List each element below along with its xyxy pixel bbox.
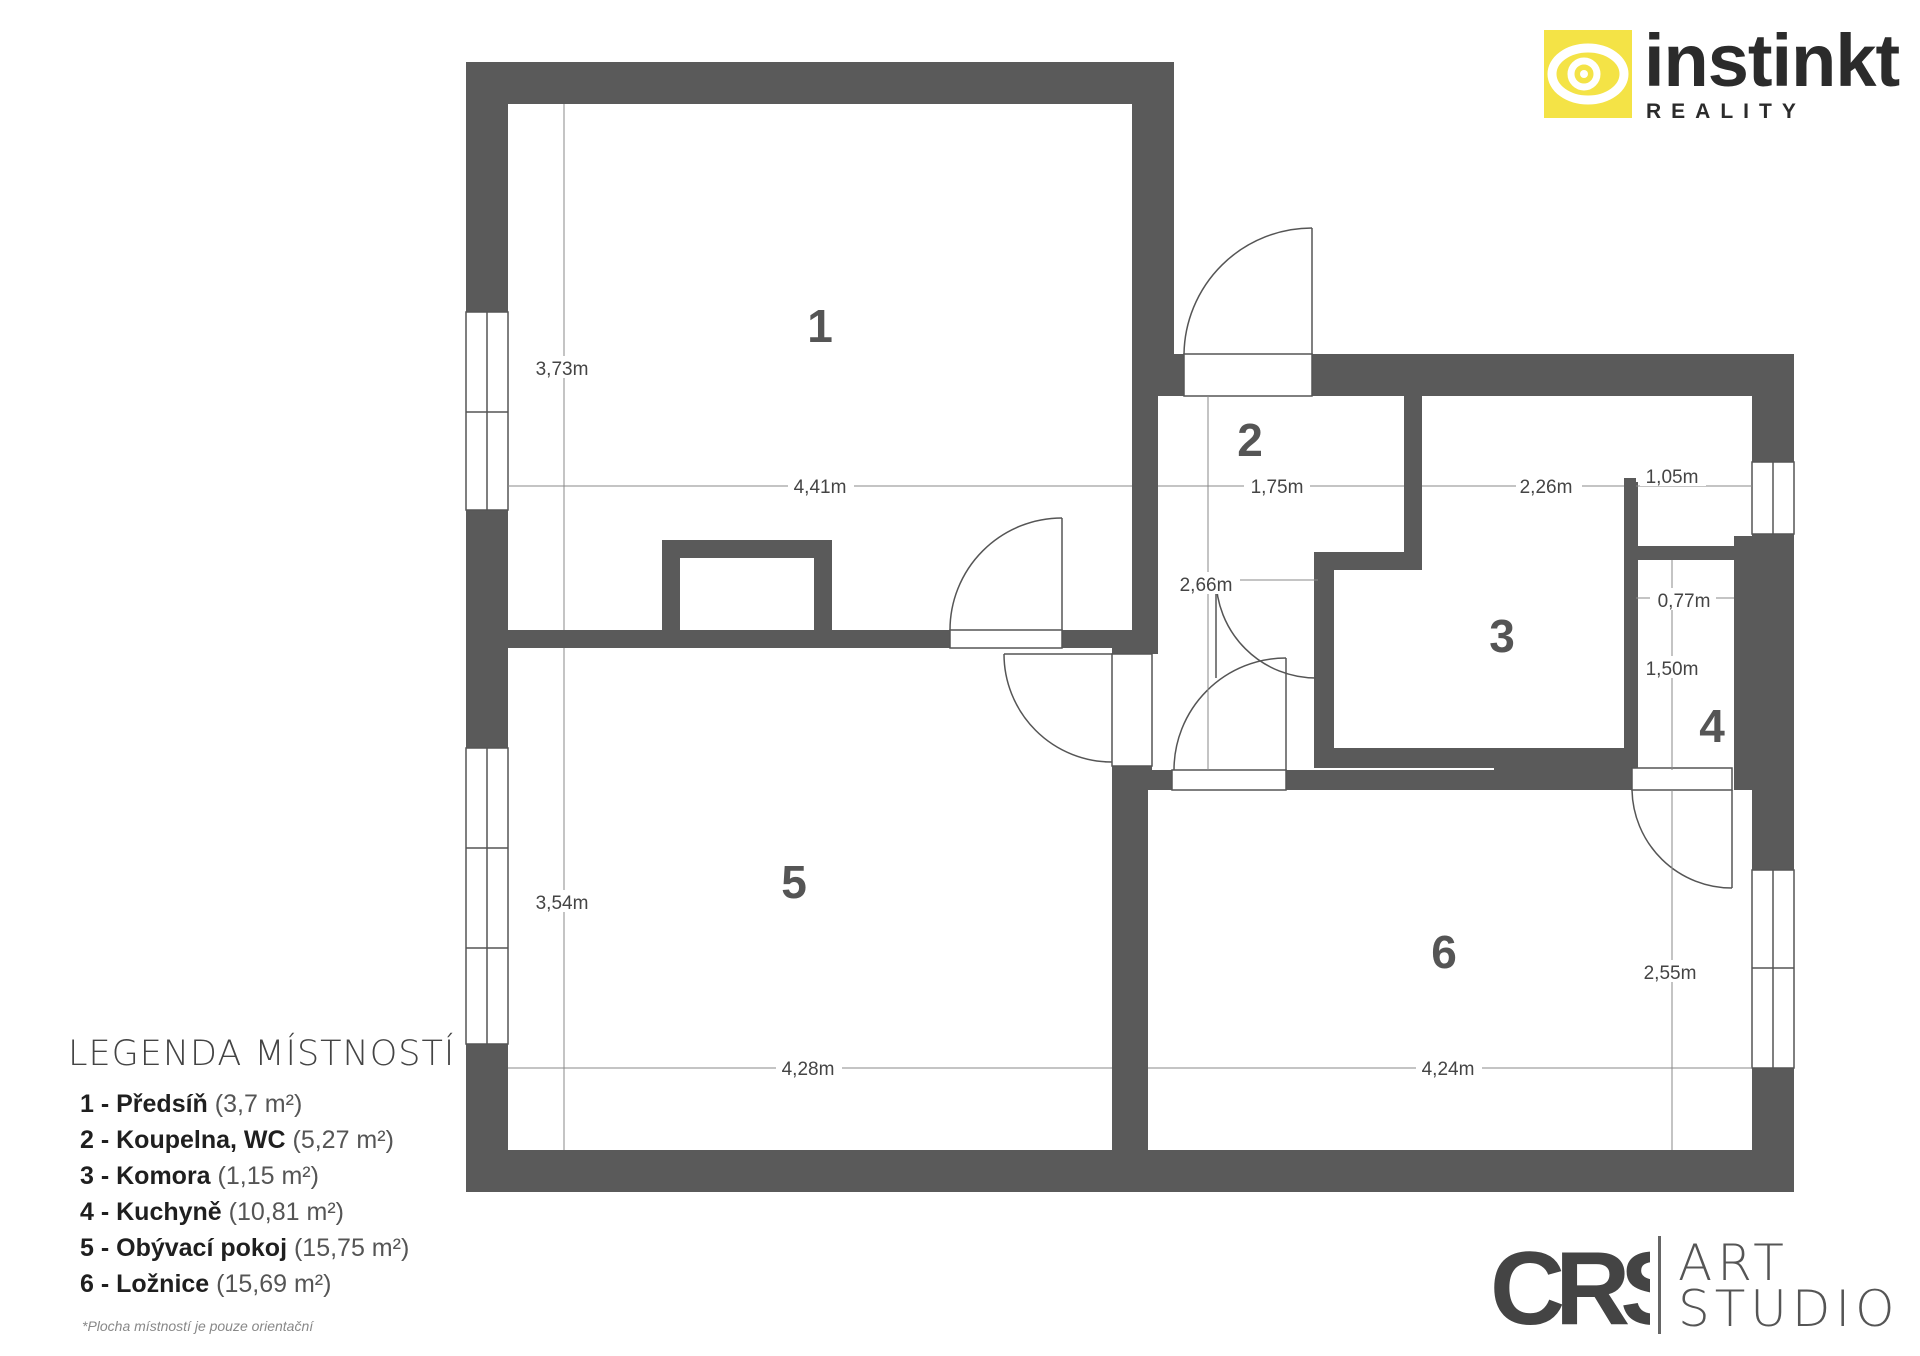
room-number-2: 3 — [1489, 610, 1515, 662]
crs-mark-icon: CRS — [1490, 1236, 1650, 1336]
door-opening — [1183, 353, 1313, 397]
wall — [466, 1150, 1794, 1192]
windows — [465, 311, 1795, 1069]
wall — [1404, 396, 1422, 570]
dim-4-28: 4,28m — [782, 1059, 835, 1080]
wall — [1062, 630, 1132, 648]
dim-1-05: 1,05m — [1646, 467, 1699, 488]
wall — [1132, 62, 1174, 354]
eye-icon — [1544, 30, 1632, 118]
wall — [1312, 354, 1794, 396]
wall — [1314, 748, 1512, 768]
wall — [1734, 772, 1752, 790]
legend-item: 2 - Koupelna, WC (5,27 m²) — [80, 1126, 394, 1154]
logo-art: ART — [1678, 1234, 1789, 1292]
logo-studio: STUDIO — [1678, 1280, 1900, 1338]
wall — [1112, 770, 1148, 1150]
door-opening — [949, 629, 1063, 649]
wall — [1734, 536, 1752, 772]
room-numbers: 1 2 3 4 5 6 — [781, 300, 1725, 978]
dimension-labels: 4,41m 3,73m 1,75m 2,26m 1,05m 2,66m 0,77… — [528, 356, 1716, 1080]
legend-item: 6 - Ložnice (15,69 m²) — [80, 1270, 332, 1298]
brand-name: instinkt — [1644, 19, 1900, 102]
wall — [662, 540, 680, 648]
legend-item: 4 - Kuchyně (10,81 m²) — [80, 1198, 344, 1226]
wall — [832, 630, 952, 648]
legend-list: 1 - Předsíň (3,7 m²) 2 - Koupelna, WC (5… — [68, 1086, 455, 1302]
room-number-3: 4 — [1699, 700, 1725, 752]
logo-separator — [1658, 1236, 1661, 1334]
area-disclaimer: *Plocha místností je pouze orientační — [82, 1318, 314, 1334]
door-opening — [1171, 769, 1287, 791]
legend-item: 1 - Předsíň (3,7 m²) — [80, 1090, 303, 1118]
wall — [1132, 396, 1158, 650]
wall — [1314, 552, 1422, 570]
wall — [466, 62, 1174, 104]
room-legend: LEGENDA MÍSTNOSTÍ 1 - Předsíň (3,7 m²) 2… — [68, 1034, 455, 1302]
room-number-6: 1 — [807, 300, 833, 352]
legend-item: 5 - Obývací pokoj (15,75 m²) — [80, 1234, 410, 1262]
room-number-5: 5 — [781, 856, 807, 908]
dim-4-24: 4,24m — [1422, 1059, 1475, 1080]
room-number-1: 2 — [1237, 414, 1263, 466]
wall — [814, 540, 832, 648]
room-number-4: 6 — [1431, 926, 1457, 978]
dim-1-50: 1,50m — [1646, 659, 1699, 680]
wall — [1624, 482, 1638, 770]
door-opening — [1631, 767, 1733, 791]
svg-text:CRS: CRS — [1490, 1236, 1650, 1336]
dim-4-41: 4,41m — [794, 477, 847, 498]
legend-item: 3 - Komora (1,15 m²) — [80, 1162, 319, 1190]
wall — [1286, 770, 1626, 790]
dim-2-66: 2,66m — [1180, 575, 1233, 596]
dim-2-26: 2,26m — [1520, 477, 1573, 498]
room-fills — [508, 104, 1752, 1150]
wall — [1314, 556, 1334, 754]
room-2-fill — [1334, 396, 1624, 748]
dim-3-73: 3,73m — [536, 359, 589, 380]
wall — [662, 540, 832, 558]
legend-title: LEGENDA MÍSTNOSTÍ — [68, 1034, 456, 1074]
dim-1-75: 1,75m — [1251, 477, 1304, 498]
wall — [508, 630, 664, 648]
wall — [1132, 354, 1188, 396]
wall — [1512, 748, 1632, 770]
wall — [1632, 546, 1734, 560]
wall — [1494, 768, 1514, 770]
door-swings — [949, 227, 1733, 889]
brand-sub: REALITY — [1646, 100, 1806, 123]
dim-0-77: 0,77m — [1658, 591, 1711, 612]
door-opening — [1111, 653, 1153, 767]
door-openings — [949, 353, 1733, 791]
dim-3-54: 3,54m — [536, 893, 589, 914]
dim-2-55: 2,55m — [1644, 963, 1697, 984]
